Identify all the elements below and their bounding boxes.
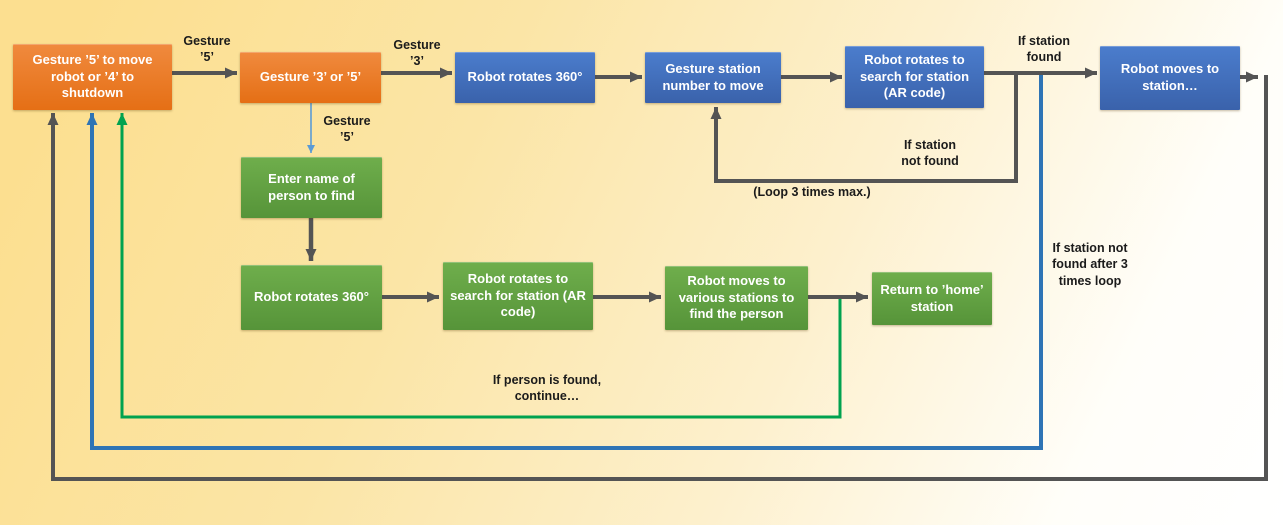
label-line: Gesture — [393, 38, 441, 52]
label-pre: If station — [1052, 241, 1109, 255]
node-gesture-station-number: Gesture station number to move — [645, 52, 781, 103]
node-search-station-ar-person: Robot rotates to search for station (AR … — [443, 262, 593, 330]
label-rest: found — [920, 154, 959, 169]
node-search-station-ar: Robot rotates to search for station (AR … — [845, 46, 984, 108]
label-line: If station not — [1040, 240, 1140, 256]
label-line: ’5’ — [200, 50, 214, 65]
label-line: times loop — [1058, 273, 1122, 288]
label-if-station-not-found: If station not found — [891, 137, 969, 170]
label-line: ’5’ — [340, 130, 354, 145]
node-rotate-360-person: Robot rotates 360° — [241, 265, 382, 330]
node-enter-name: Enter name of person to find — [241, 157, 382, 218]
label-if-station-not-found-loop: If station not found after 3 times loop — [1040, 240, 1140, 289]
label-bold-word: not — [901, 154, 921, 169]
label-line: If station — [903, 138, 957, 152]
label-gesture5-top: Gesture ’5’ — [178, 33, 236, 66]
label-line: If station — [1017, 34, 1071, 48]
node-start: Gesture ’5’ to move robot or ’4’ to shut… — [13, 44, 172, 110]
label-gesture5-down: Gesture ’5’ — [318, 113, 376, 146]
label-line: ’3’ — [410, 54, 424, 69]
label-loop-max: (Loop 3 times max.) — [753, 185, 871, 199]
node-move-to-station: Robot moves to station… — [1100, 46, 1240, 110]
node-gesture-choice: Gesture ’3’ or ’5’ — [240, 52, 381, 103]
node-move-various-stations: Robot moves to various stations to find … — [665, 266, 808, 330]
label-gesture3: Gesture ’3’ — [388, 37, 446, 70]
label-if-person-found: If person is found, continue… — [483, 372, 611, 405]
edge-green-return — [116, 113, 842, 419]
edge-blue-return — [86, 75, 1043, 450]
label-line: found — [1026, 50, 1062, 65]
edge-station-not-found-loop — [710, 75, 1018, 183]
label-line: Gesture — [323, 114, 371, 128]
label-bold-word: not — [1108, 241, 1128, 255]
edge-dark-return — [47, 75, 1268, 481]
label-line: continue… — [514, 389, 580, 404]
label-line: found after 3 — [1052, 257, 1128, 272]
label-line: If person is found, — [492, 373, 602, 387]
label-line: not found — [891, 153, 969, 169]
label-if-station-found: If station found — [1006, 33, 1082, 66]
label-line: Gesture — [183, 34, 231, 48]
node-rotate-360-station: Robot rotates 360° — [455, 52, 595, 103]
node-return-home: Return to ’home’ station — [872, 272, 992, 325]
